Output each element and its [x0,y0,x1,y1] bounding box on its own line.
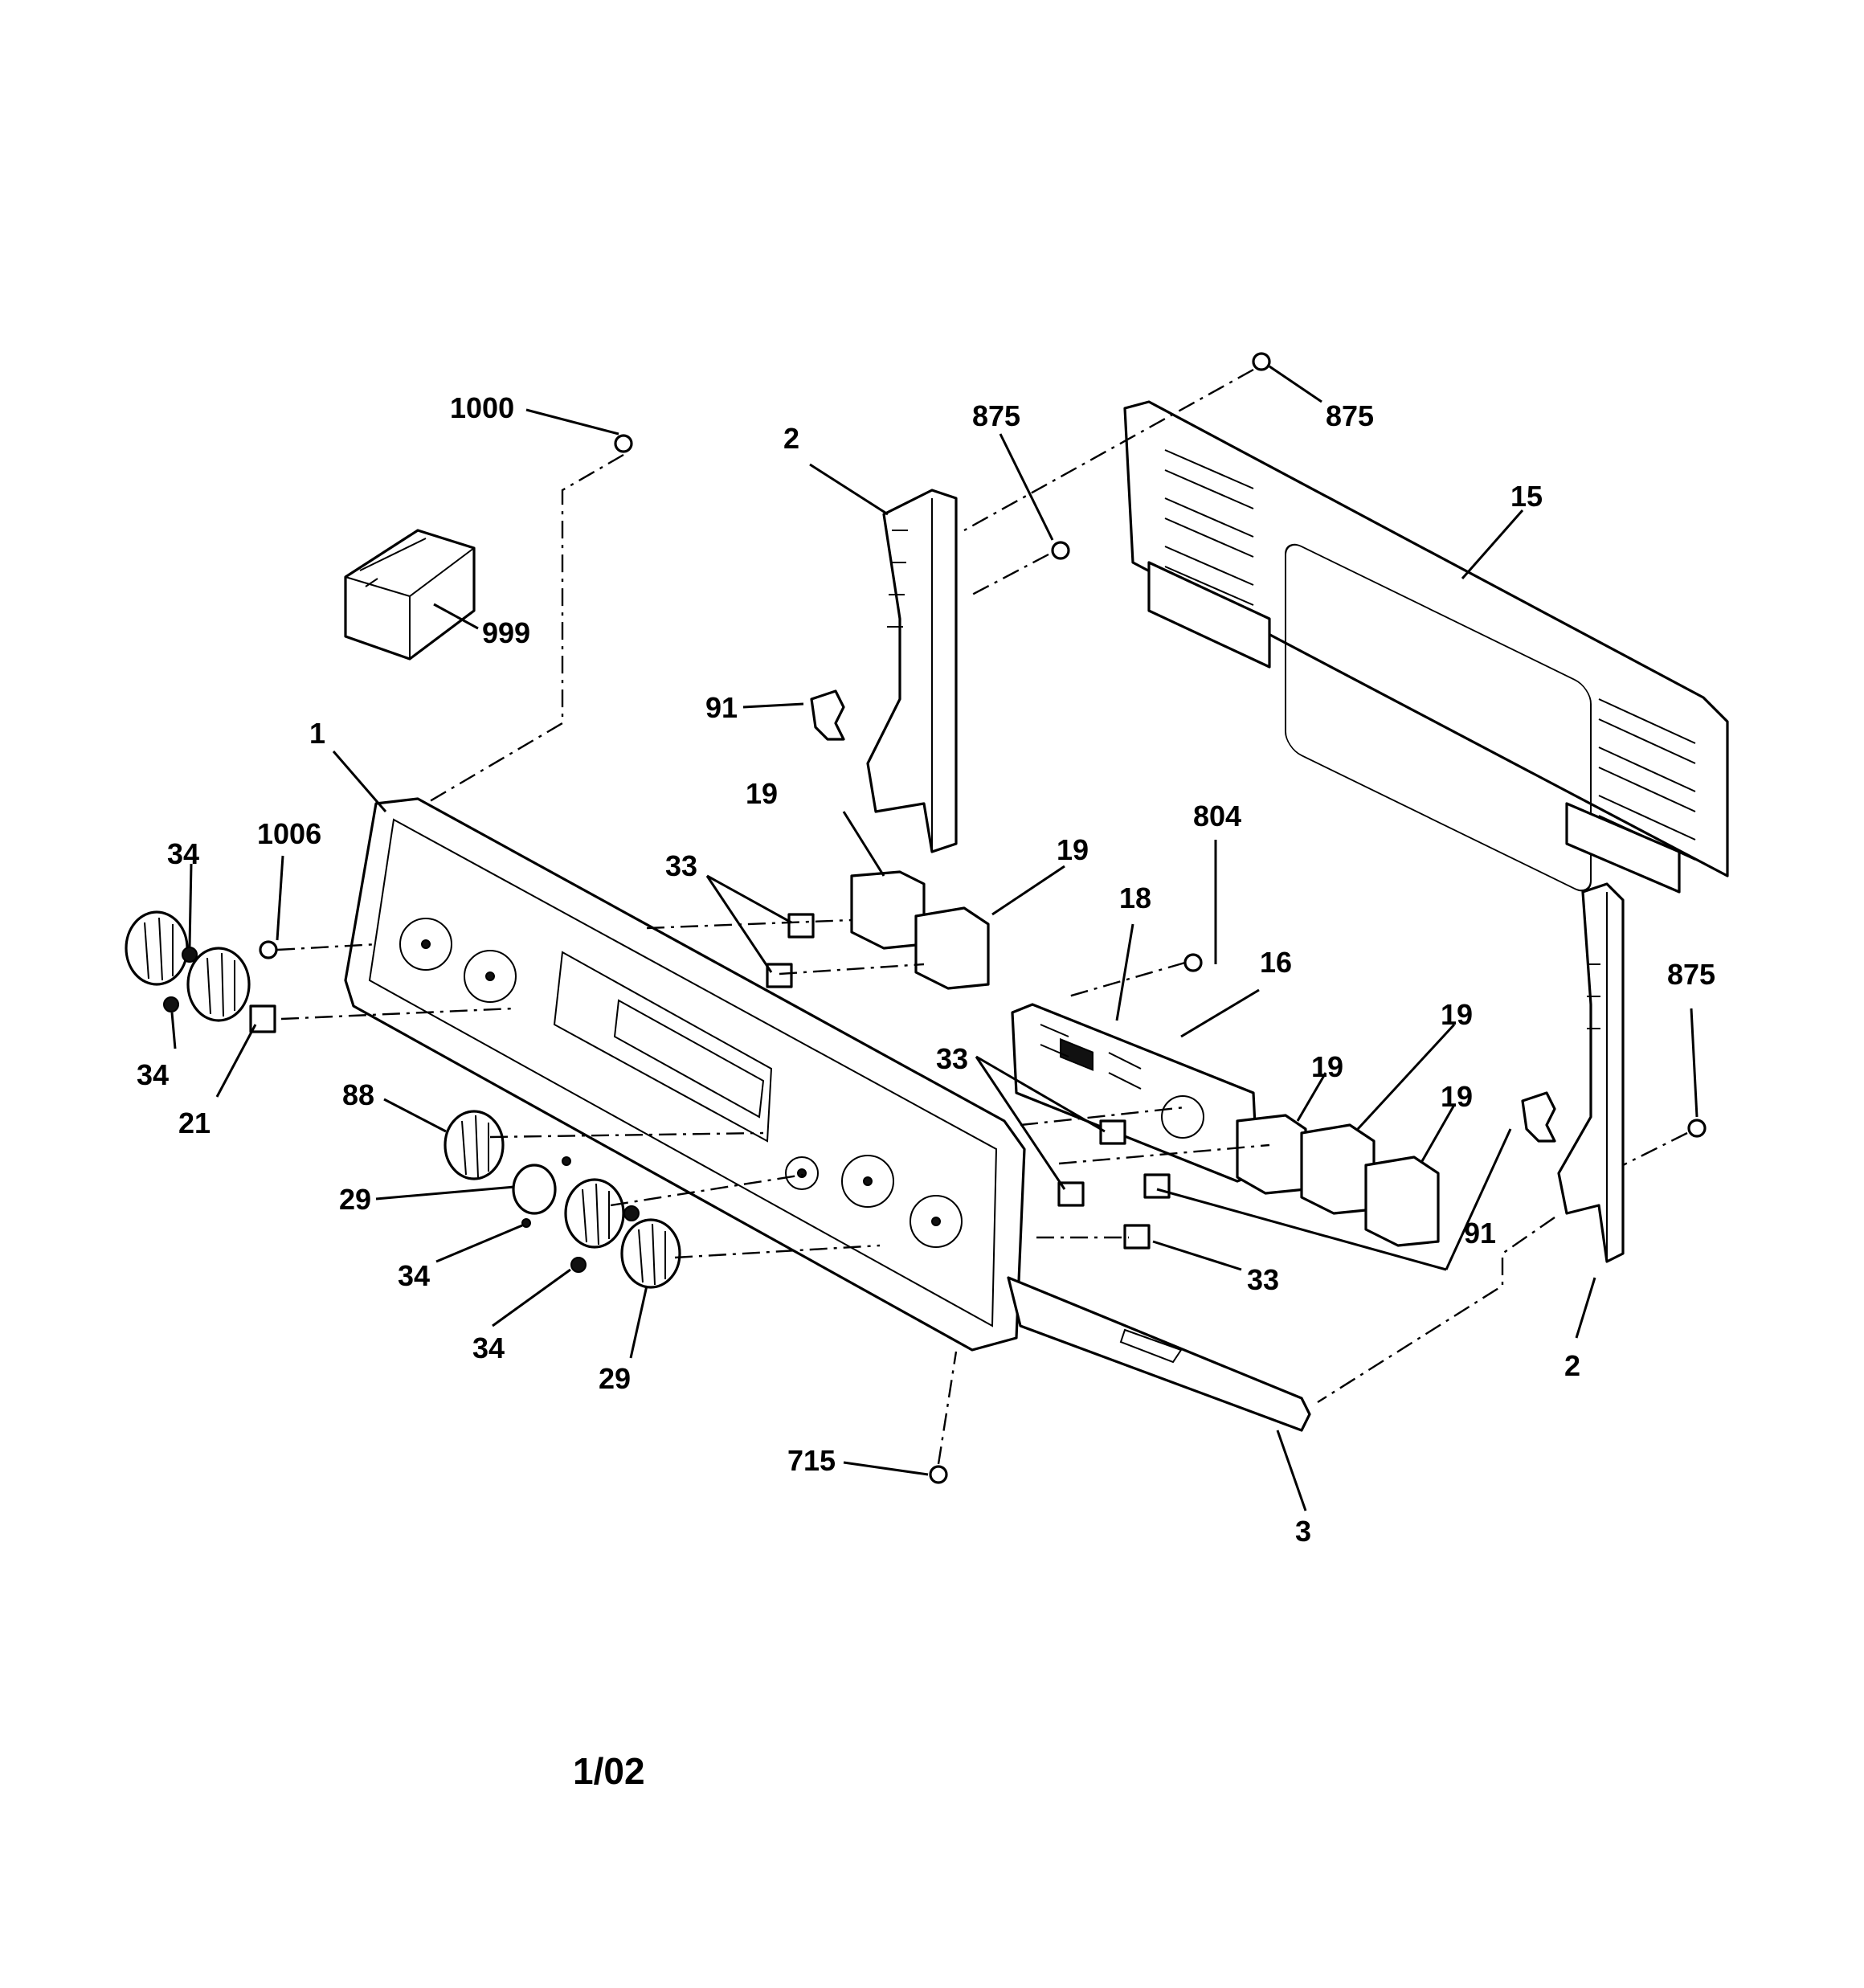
label-34-c: 34 [398,1259,430,1292]
switch-19-b [914,906,990,990]
label-33-a: 33 [665,849,697,882]
label-34-b: 34 [137,1058,169,1091]
label-21: 21 [178,1106,211,1139]
assembly-lines [276,368,1688,1465]
label-88: 88 [342,1078,374,1111]
label-34-a: 34 [167,837,199,870]
switch-19-d [1300,1123,1376,1215]
label-29-b: 29 [599,1362,631,1395]
clip-91-left [810,689,845,741]
label-33-b: 33 [936,1042,968,1075]
label-91-left: 91 [705,691,738,724]
label-1006: 1006 [257,817,321,850]
label-875-lower: 875 [1667,958,1715,991]
label-33-c: 33 [1247,1263,1279,1296]
revision-date: 1/02 [573,1750,645,1792]
rear-panel-15 [1123,400,1729,894]
switch-19-c [1236,1114,1307,1195]
switch-19-a [850,870,926,950]
label-1: 1 [309,717,325,750]
label-19-d: 19 [1441,998,1473,1031]
lower-trim-3 [1007,1276,1311,1432]
label-875-right: 875 [1326,399,1374,432]
leader-lines [170,365,1698,1511]
label-875-top: 875 [972,399,1020,432]
label-19-e: 19 [1441,1080,1473,1113]
label-804: 804 [1193,800,1241,832]
callout-labels: 1000 2 875 875 15 999 91 1 19 19 804 18 … [137,391,1715,1548]
label-91-right: 91 [1464,1217,1496,1250]
label-16: 16 [1260,946,1292,979]
box-999 [344,529,476,661]
lamps-33 [766,913,1171,1250]
switch-19-e [1364,1156,1440,1247]
label-19-c: 19 [1311,1050,1343,1083]
clip-91-right [1521,1091,1556,1143]
label-2-right: 2 [1564,1349,1580,1382]
label-1000: 1000 [450,391,514,424]
label-19-b: 19 [1057,833,1089,866]
label-34-d: 34 [472,1331,505,1364]
label-18: 18 [1119,882,1151,914]
control-panel-1 [344,797,1026,1352]
screws [163,352,1707,1484]
label-999: 999 [482,616,530,649]
label-2-top: 2 [783,422,799,455]
side-bracket-left-2 [866,489,958,853]
label-29-a: 29 [339,1183,371,1216]
electronic-control-16 [1011,1003,1259,1183]
label-15: 15 [1510,480,1543,513]
knobs [125,910,681,1289]
side-bracket-right-2 [1557,882,1625,1263]
label-19-a: 19 [746,777,778,810]
label-3: 3 [1295,1515,1311,1548]
label-715: 715 [787,1444,836,1477]
